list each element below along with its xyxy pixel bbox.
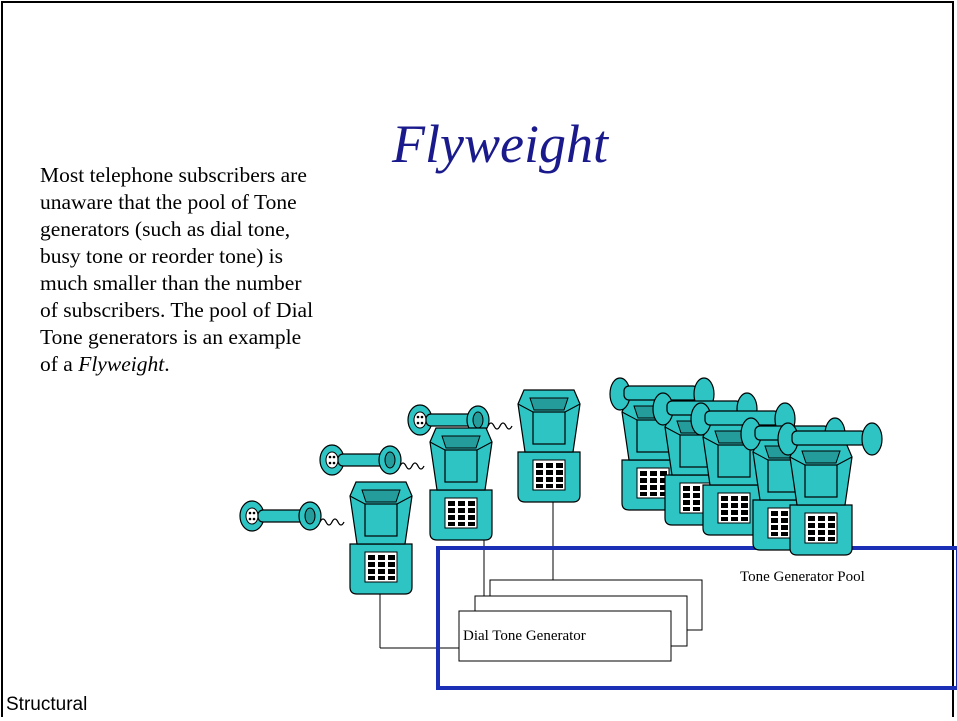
body-text-part-1: Most telephone subscribers are unaware t… bbox=[40, 163, 314, 376]
tone-generator-pool-box bbox=[436, 546, 957, 690]
body-text: Most telephone subscribers are unaware t… bbox=[40, 162, 320, 378]
body-text-emphasis: Flyweight bbox=[78, 352, 165, 376]
generator-box-front bbox=[458, 610, 672, 662]
body-text-part-3: . bbox=[164, 352, 170, 376]
generator-label: Dial Tone Generator bbox=[463, 628, 586, 644]
slide-title: Flyweight bbox=[392, 114, 608, 174]
phone-icon bbox=[239, 481, 413, 595]
footer-label: Structural bbox=[6, 694, 88, 715]
pool-label: Tone Generator Pool bbox=[740, 569, 865, 585]
